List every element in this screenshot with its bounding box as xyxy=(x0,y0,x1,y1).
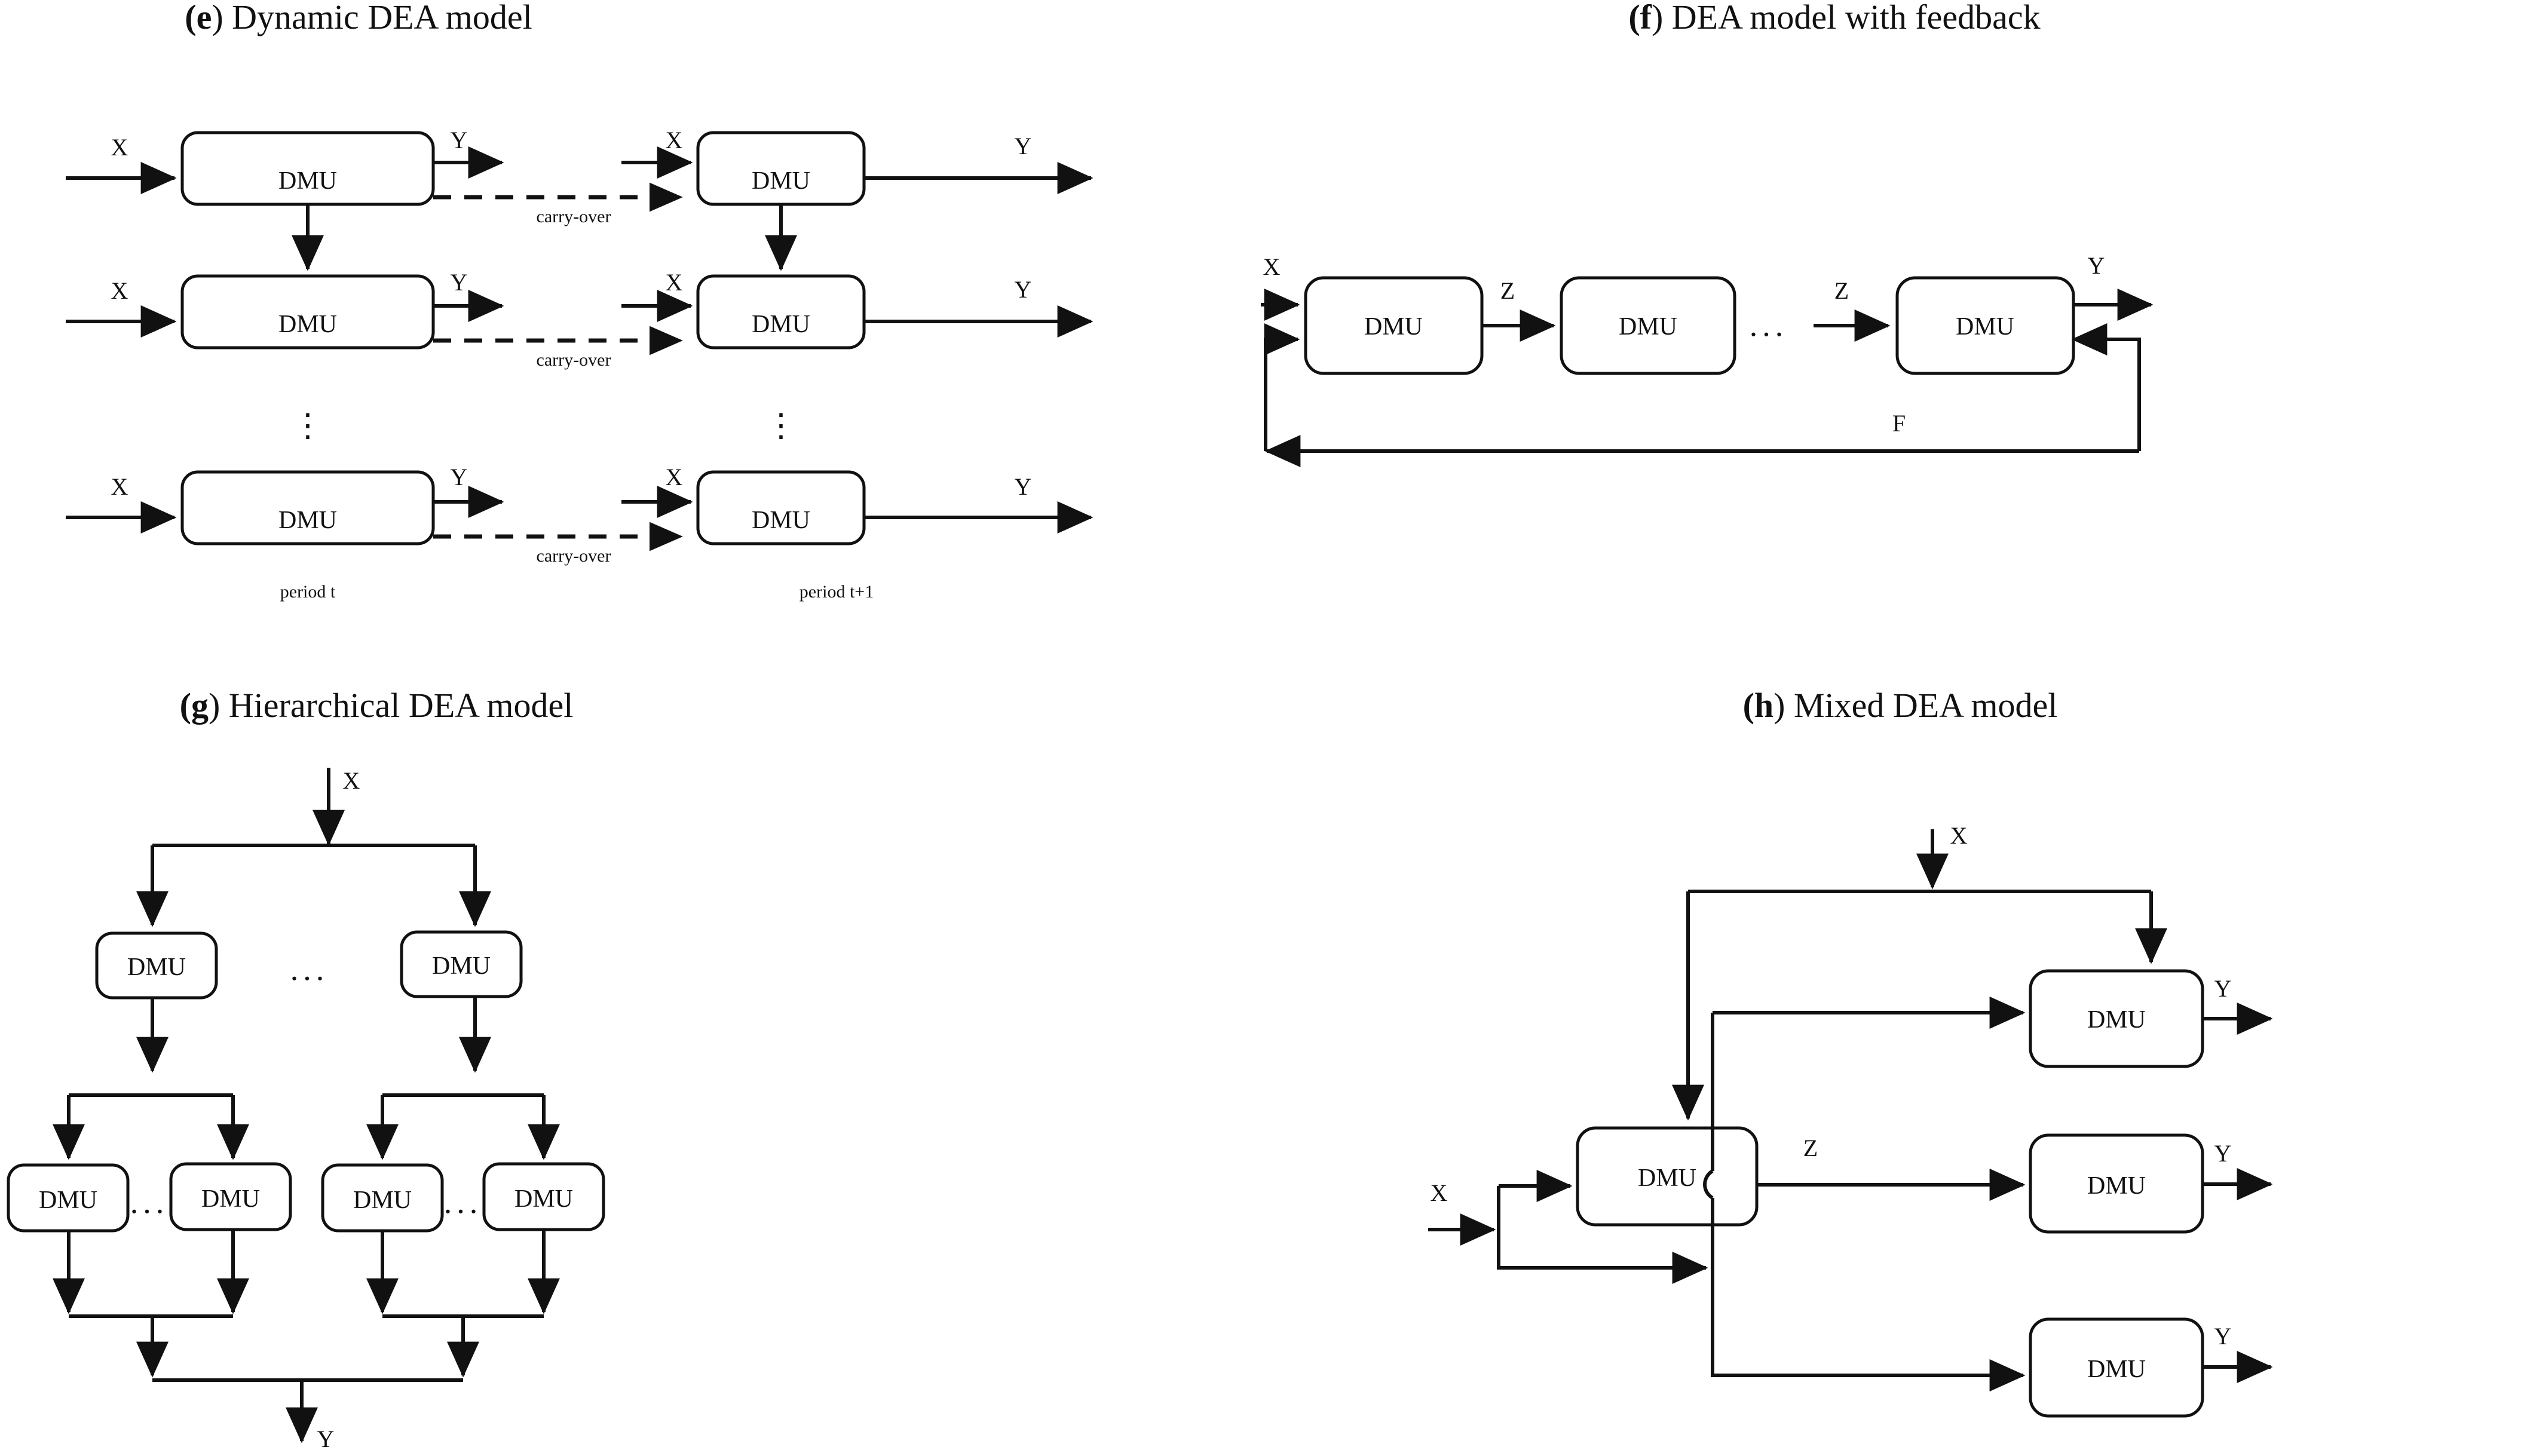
dmu-box-g-l1-right xyxy=(400,930,523,998)
dmu-label: DMU xyxy=(1619,313,1677,341)
dmu-box-g-l1-left xyxy=(95,931,218,1000)
dmu-label: DMU xyxy=(432,952,491,980)
label-x: X xyxy=(1263,253,1281,280)
label-y: Y xyxy=(317,1426,335,1452)
dmu-box-f-2 xyxy=(1560,276,1736,375)
ellipsis-icon: ... xyxy=(444,1184,483,1220)
ellipsis-icon: ... xyxy=(1750,307,1788,343)
dmu-box-e-r2c2 xyxy=(696,274,866,350)
label-z: Z xyxy=(1834,277,1849,304)
label-x: X xyxy=(1950,822,1968,849)
label-y: Y xyxy=(2088,252,2105,279)
panel-g-title: (g) Hierarchical DEA model xyxy=(180,686,574,725)
label-x: X xyxy=(111,473,128,500)
feedback-riser xyxy=(1264,338,1276,451)
panel-h-mixed-dea-model: (h) Mixed DEA model X DMU Y DMU X Z xyxy=(1428,686,2273,1418)
panel-e-dynamic-dea-model: (e) Dynamic DEA model DMU X Y carry-over… xyxy=(66,0,1093,602)
ellipsis-icon: ... xyxy=(130,1184,169,1220)
label-y: Y xyxy=(451,127,468,154)
dmu-label: DMU xyxy=(2087,1172,2146,1200)
wire-hop-icon xyxy=(1703,1169,1714,1200)
dmu-label: DMU xyxy=(1956,313,2014,341)
dmu-label: DMU xyxy=(752,167,810,195)
label-carry-over: carry-over xyxy=(537,207,611,226)
vertical-ellipsis-icon: ⋮ xyxy=(765,407,797,443)
label-period-t-plus-1: period t+1 xyxy=(800,582,874,602)
dmu-label: DMU xyxy=(278,167,337,195)
dmu-label: DMU xyxy=(752,507,810,534)
panel-g-hierarchical-dea-model: (g) Hierarchical DEA model X DMU DMU ...… xyxy=(7,686,605,1452)
label-x: X xyxy=(666,127,683,154)
label-period-t: period t xyxy=(280,582,336,602)
label-x: X xyxy=(111,134,128,161)
dmu-label: DMU xyxy=(514,1185,573,1213)
label-y: Y xyxy=(451,464,468,491)
label-y: Y xyxy=(1015,473,1032,500)
label-f: F xyxy=(1892,410,1906,437)
dmu-label: DMU xyxy=(278,507,337,534)
label-x: X xyxy=(111,277,128,304)
dmu-box-g-leaf-2 xyxy=(169,1162,292,1231)
dmu-label: DMU xyxy=(2087,1006,2146,1034)
label-y: Y xyxy=(2214,1323,2232,1350)
label-x: X xyxy=(1431,1179,1448,1206)
panel-e-title: (e) Dynamic DEA model xyxy=(185,0,532,36)
dmu-label: DMU xyxy=(1638,1164,1696,1192)
dmu-box-e-r2c1 xyxy=(180,274,435,350)
panel-h-title: (h) Mixed DEA model xyxy=(1743,686,2058,725)
ellipsis-icon: ... xyxy=(290,951,329,987)
label-carry-over: carry-over xyxy=(537,546,611,566)
dmu-label: DMU xyxy=(2087,1356,2146,1383)
dmu-label: DMU xyxy=(752,311,810,338)
dmu-label: DMU xyxy=(353,1187,412,1214)
label-y: Y xyxy=(2214,1140,2232,1167)
label-y: Y xyxy=(451,269,468,296)
label-z: Z xyxy=(1500,277,1515,304)
label-carry-over: carry-over xyxy=(537,350,611,370)
feedback-return-segment xyxy=(2073,338,2141,451)
label-x: X xyxy=(666,269,683,296)
dmu-box-e-r3c2 xyxy=(696,470,866,545)
dmu-label: DMU xyxy=(127,954,186,981)
label-y: Y xyxy=(2214,975,2232,1002)
label-x: X xyxy=(666,464,683,491)
label-x: X xyxy=(343,767,360,794)
panel-f-dea-model-with-feedback: (f) DEA model with feedback DMU X Z DMU … xyxy=(1261,0,2154,467)
label-z: Z xyxy=(1803,1135,1818,1161)
dmu-label: DMU xyxy=(278,311,337,338)
dmu-label: DMU xyxy=(39,1187,97,1214)
label-y: Y xyxy=(1015,133,1032,160)
vertical-ellipsis-icon: ⋮ xyxy=(292,407,324,443)
dmu-label: DMU xyxy=(201,1185,260,1213)
label-y: Y xyxy=(1015,276,1032,303)
dmu-label: DMU xyxy=(1364,313,1423,341)
dmu-box-e-r3c1 xyxy=(180,470,435,545)
panel-f-title: (f) DEA model with feedback xyxy=(1628,0,2040,36)
